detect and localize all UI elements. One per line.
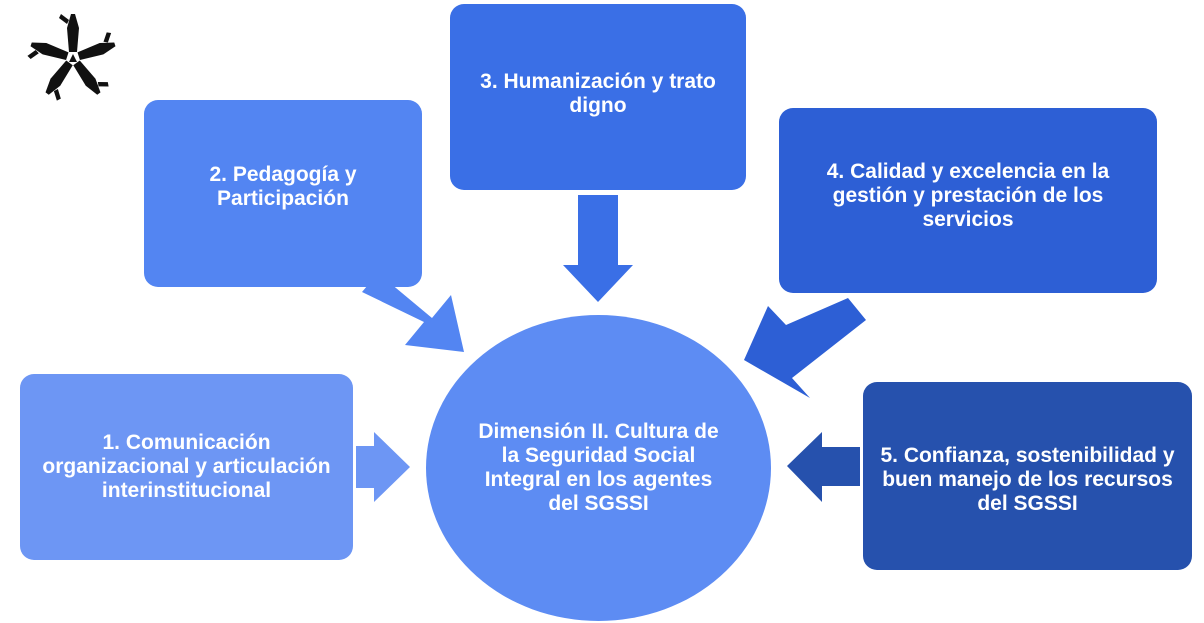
- node-3-label: 3. Humanización y trato digno: [480, 70, 716, 117]
- center-ellipse: Dimensión II. Cultura de la Seguridad So…: [426, 315, 771, 621]
- node-2-box: 2. Pedagogía y Participación: [144, 100, 422, 287]
- arrow-from-node-2: [362, 273, 464, 352]
- center-label: Dimensión II. Cultura de la Seguridad So…: [478, 420, 719, 515]
- node-5-label: 5. Confianza, sostenibilidad y buen mane…: [880, 444, 1175, 515]
- node-4-box: 4. Calidad y excelencia en la gestión y …: [779, 108, 1157, 293]
- node-1-label: 1. Comunicación organizacional y articul…: [42, 431, 331, 502]
- arrow-from-node-4: [744, 298, 866, 398]
- node-3-box: 3. Humanización y trato digno: [450, 4, 746, 190]
- node-4-label: 4. Calidad y excelencia en la gestión y …: [826, 159, 1110, 231]
- arrow-from-node-3: [563, 195, 633, 302]
- arrow-from-node-1: [356, 432, 410, 502]
- node-2-label: 2. Pedagogía y Participación: [209, 162, 357, 210]
- node-5-box: 5. Confianza, sostenibilidad y buen mane…: [863, 382, 1192, 570]
- node-1-box: 1. Comunicación organizacional y articul…: [20, 374, 353, 560]
- arrow-from-node-5: [787, 432, 860, 502]
- five-hands-star-icon: [26, 14, 117, 102]
